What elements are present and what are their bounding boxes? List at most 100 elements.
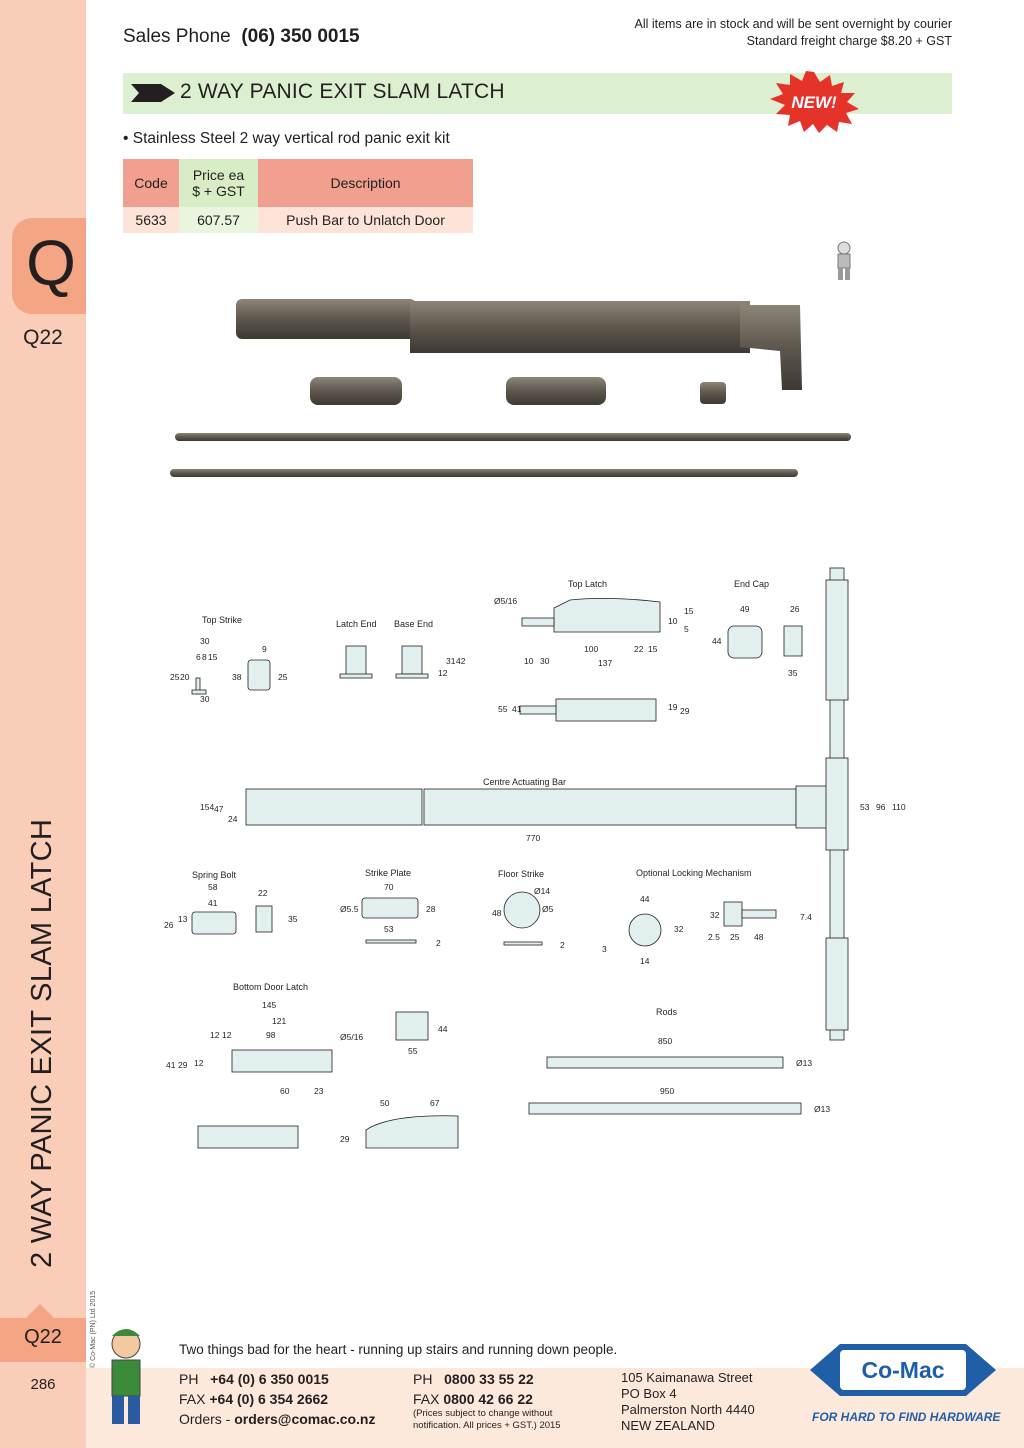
comac-logo: Co-Mac xyxy=(810,1344,996,1396)
stock-note-line1: All items are in stock and will be sent … xyxy=(634,17,952,31)
fax-number: +64 (0) 6 354 2662 xyxy=(209,1391,329,1407)
dim-bl-29: 29 xyxy=(178,1060,188,1070)
bottom-latch-body xyxy=(231,1049,333,1073)
lock-body xyxy=(723,901,743,927)
product-photo xyxy=(170,299,851,477)
sales-phone: Sales Phone (06) 350 0015 xyxy=(123,26,360,48)
top-latch-rod xyxy=(521,617,555,627)
centre-bar-right xyxy=(423,788,797,826)
dim-bl-12: 12 xyxy=(210,1030,220,1040)
dim-sp-28: 28 xyxy=(426,904,436,914)
dim-bl-23: 23 xyxy=(314,1086,324,1096)
dim-bl-60: 60 xyxy=(280,1086,290,1096)
mascot-icon xyxy=(111,1329,141,1424)
technical-diagram: Top Strike Latch End Base End Top Latch … xyxy=(164,567,906,1149)
dim-bl-12b: 12 xyxy=(222,1030,232,1040)
dim-tl-19: 19 xyxy=(668,702,678,712)
price-note-line1: (Prices subject to change without xyxy=(413,1408,553,1419)
dim-le-31: 31 xyxy=(446,656,456,666)
dim-ts-38: 38 xyxy=(232,672,242,682)
stock-note-line2: Standard freight charge $8.20 + GST xyxy=(746,34,952,48)
page-title: 2 WAY PANIC EXIT SLAM LATCH xyxy=(180,80,505,103)
top-strike-base xyxy=(191,689,207,695)
vertical-top-latch xyxy=(825,579,849,701)
strike-plate-front xyxy=(361,897,419,919)
ph-number: +64 (0) 6 350 0015 xyxy=(210,1371,329,1387)
dim-sp-70: 70 xyxy=(384,882,394,892)
mascot-small-icon xyxy=(837,241,851,280)
dim-tl-137: 137 xyxy=(598,658,612,668)
table-row: 5633 607.57 Push Bar to Unlatch Door xyxy=(123,207,473,233)
rod-850 xyxy=(546,1056,784,1069)
label-strike-plate: Strike Plate xyxy=(365,868,411,878)
floor-strike-top xyxy=(503,891,541,929)
cylinder-part xyxy=(700,382,726,404)
dim-bl-98: 98 xyxy=(266,1030,276,1040)
dim-cb-96: 96 xyxy=(876,802,886,812)
address-line4: NEW ZEALAND xyxy=(621,1418,715,1433)
dim-fs-d14: Ø14 xyxy=(534,886,550,896)
section-tab xyxy=(12,218,86,314)
label-base-end: Base End xyxy=(394,619,433,629)
dim-tl-10: 10 xyxy=(668,616,678,626)
dim-lm-32: 32 xyxy=(674,924,684,934)
top-strike-front xyxy=(247,659,271,691)
ph2-label: PH xyxy=(413,1371,433,1387)
dim-bl-121: 121 xyxy=(272,1016,286,1026)
bottom-latch-part xyxy=(506,377,606,405)
dim-fs-2: 2 xyxy=(560,940,565,950)
ph2-number: 0800 33 55 22 xyxy=(444,1371,534,1387)
top-latch-top-rod xyxy=(519,705,557,715)
centre-bar-left xyxy=(245,788,423,826)
dim-lm-32b: 32 xyxy=(710,910,720,920)
dim-rods-d13: Ø13 xyxy=(796,1058,812,1068)
dim-lm-48: 48 xyxy=(754,932,764,942)
orders-label: Orders - xyxy=(179,1411,231,1427)
dim-tl-bolt: Ø5/16 xyxy=(494,596,517,606)
logo-tagline: FOR HARD TO FIND HARDWARE xyxy=(812,1410,1001,1424)
dim-ts-9: 9 xyxy=(262,644,267,654)
dim-ts-15: 15 xyxy=(208,652,218,662)
cell-description: Push Bar to Unlatch Door xyxy=(258,207,473,233)
orders-email[interactable]: orders@comac.co.nz xyxy=(234,1411,376,1427)
arrow-icon xyxy=(131,84,175,102)
dim-bl-41: 41 xyxy=(166,1060,176,1070)
vertical-centre-head xyxy=(825,757,849,851)
dim-tl-5: 5 xyxy=(684,624,689,634)
dim-fs-48: 48 xyxy=(492,908,502,918)
bottom-latch-side xyxy=(365,1115,459,1149)
dim-ts-30: 30 xyxy=(200,636,210,646)
footer-tagline: Two things bad for the heart - running u… xyxy=(179,1342,618,1357)
lock-tail xyxy=(741,909,777,919)
latch-end-base xyxy=(339,673,373,679)
dim-lm-25: 2.5 xyxy=(708,932,720,942)
label-bottom-latch: Bottom Door Latch xyxy=(233,982,308,992)
dim-bl-12c: 12 xyxy=(194,1058,204,1068)
dim-rods-850: 850 xyxy=(658,1036,672,1046)
logo-text: Co-Mac xyxy=(861,1357,944,1383)
dim-tl-22: 22 xyxy=(634,644,644,654)
address-block: 105 Kaimanawa Street PO Box 4 Palmerston… xyxy=(621,1370,755,1434)
dim-sb-22: 22 xyxy=(258,888,268,898)
dim-tl-55: 55 xyxy=(498,704,508,714)
address-line3: Palmerston North 4440 xyxy=(621,1402,755,1417)
dim-rods-950: 950 xyxy=(660,1086,674,1096)
dim-cb-24: 24 xyxy=(228,814,238,824)
label-locking: Optional Locking Mechanism xyxy=(636,868,752,878)
dim-ts-6: 6 xyxy=(196,652,201,662)
header-description: Description xyxy=(258,159,473,207)
price-table: Code Price ea$ + GST Description 5633 60… xyxy=(123,159,473,233)
fax2-label: FAX xyxy=(413,1391,440,1407)
base-end-base xyxy=(395,673,429,679)
label-rods: Rods xyxy=(656,1007,678,1017)
dim-ts-8: 8 xyxy=(202,652,207,662)
sales-label: Sales Phone xyxy=(123,26,231,47)
dim-le-42: 42 xyxy=(456,656,466,666)
section-code: Q22 xyxy=(23,326,63,349)
address-line2: PO Box 4 xyxy=(621,1386,677,1401)
dim-bl-29b: 29 xyxy=(340,1134,350,1144)
latch-end-part xyxy=(345,645,367,677)
cell-code: 5633 xyxy=(123,207,179,233)
dim-ts-20: 20 xyxy=(180,672,190,682)
strike-plate-edge xyxy=(365,939,417,944)
